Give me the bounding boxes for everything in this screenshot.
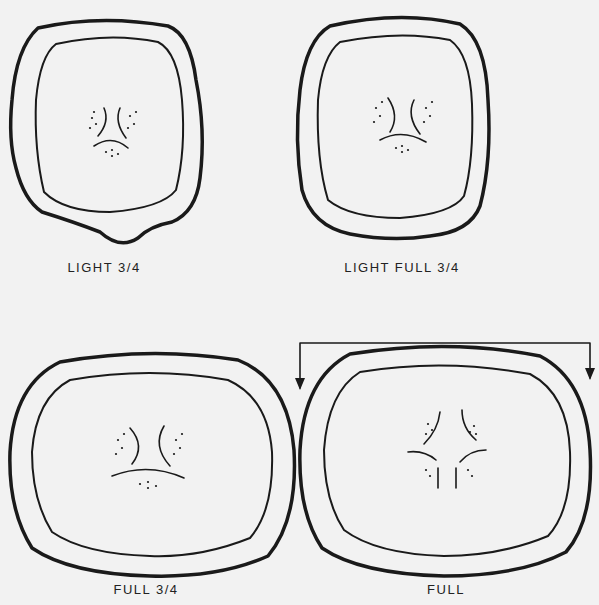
kernel-groove xyxy=(380,98,426,142)
grade-label: LIGHT 3/4 xyxy=(67,260,140,276)
kernel-groove xyxy=(94,108,128,148)
kernel-outline xyxy=(32,373,272,556)
arrowhead xyxy=(585,368,595,380)
kernel-dots xyxy=(89,111,137,157)
bracket-line xyxy=(300,343,590,388)
kernel-outline xyxy=(318,35,473,218)
shell-outline xyxy=(10,353,295,576)
kernel-dots xyxy=(115,433,183,489)
kernel-dots xyxy=(425,423,477,477)
kernel-outline xyxy=(324,365,570,556)
kernel-groove xyxy=(408,410,486,488)
arrowhead xyxy=(295,378,305,390)
kernel-dots xyxy=(373,101,433,153)
shell-outline xyxy=(297,17,489,238)
grade-label: FULL xyxy=(427,582,465,598)
shell-outline xyxy=(300,346,591,576)
grade-label: LIGHT FULL 3/4 xyxy=(344,260,460,276)
kernel-outline xyxy=(36,37,183,212)
shell-outline xyxy=(11,20,203,242)
kernel-groove xyxy=(112,426,184,478)
grade-label: FULL 3/4 xyxy=(114,582,179,598)
